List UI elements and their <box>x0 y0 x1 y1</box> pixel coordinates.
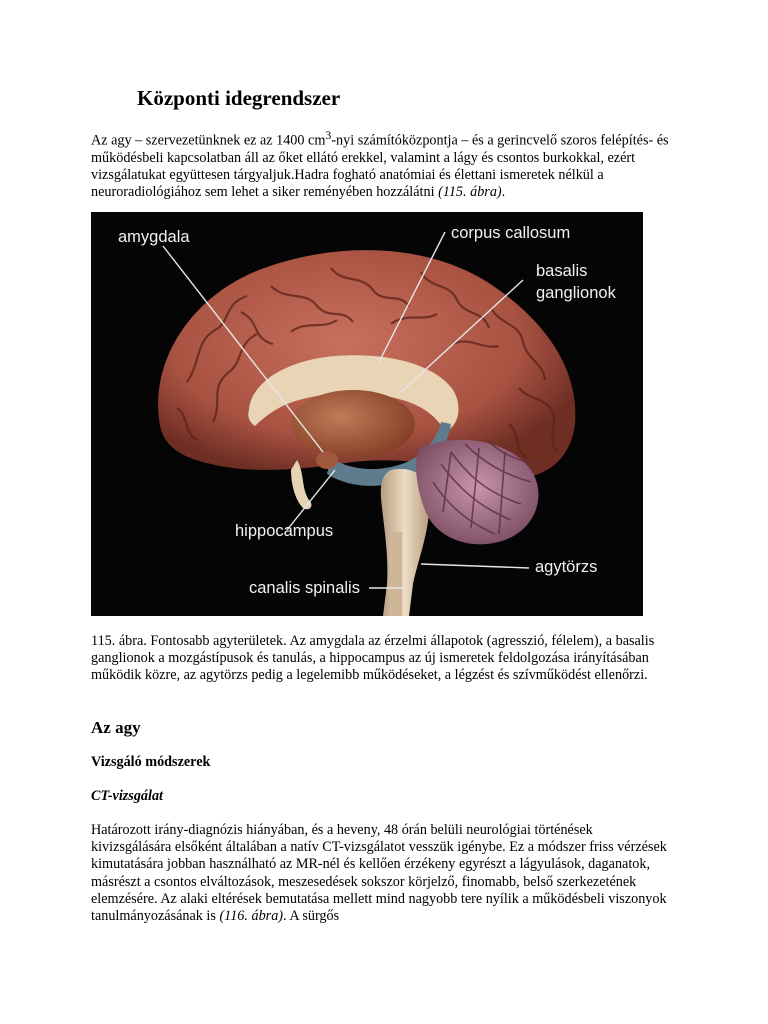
label-amygdala: amygdala <box>118 228 190 246</box>
body-paragraph: Határozott irány-diagnózis hiányában, és… <box>91 822 667 925</box>
pituitary-shape <box>291 460 312 510</box>
label-corpus-callosum: corpus callosum <box>451 224 570 242</box>
amygdala-shape <box>316 451 338 469</box>
section-heading: Az agy <box>91 718 141 737</box>
subsection-heading: Vizsgáló módszerek <box>91 754 211 770</box>
corpus-callosum-shape <box>248 355 459 432</box>
brain-anatomy-figure: amygdala corpus callosum basalis ganglio… <box>91 212 643 616</box>
spinal-canal-shape <box>392 532 402 616</box>
label-ganglionok: ganglionok <box>536 284 617 302</box>
brain-illustration: amygdala corpus callosum basalis ganglio… <box>118 224 617 616</box>
page-title: Központi idegrendszer <box>137 86 341 110</box>
figure-reference: (116. ábra) <box>219 908 284 925</box>
figure-reference: (115. ábra) <box>438 184 502 201</box>
figure-caption: 115. ábra. Fontosabb agyterületek. Az am… <box>91 633 655 684</box>
label-canalis-spinalis: canalis spinalis <box>249 579 360 597</box>
label-agytorzs: agytörzs <box>535 558 597 576</box>
basal-ganglia-shape <box>291 390 415 458</box>
label-basalis: basalis <box>536 262 587 280</box>
intro-paragraph: Az agy – szervezetünknek ez az 1400 cm3-… <box>91 128 669 201</box>
method-heading: CT-vizsgálat <box>91 788 163 804</box>
label-hippocampus: hippocampus <box>235 522 333 540</box>
